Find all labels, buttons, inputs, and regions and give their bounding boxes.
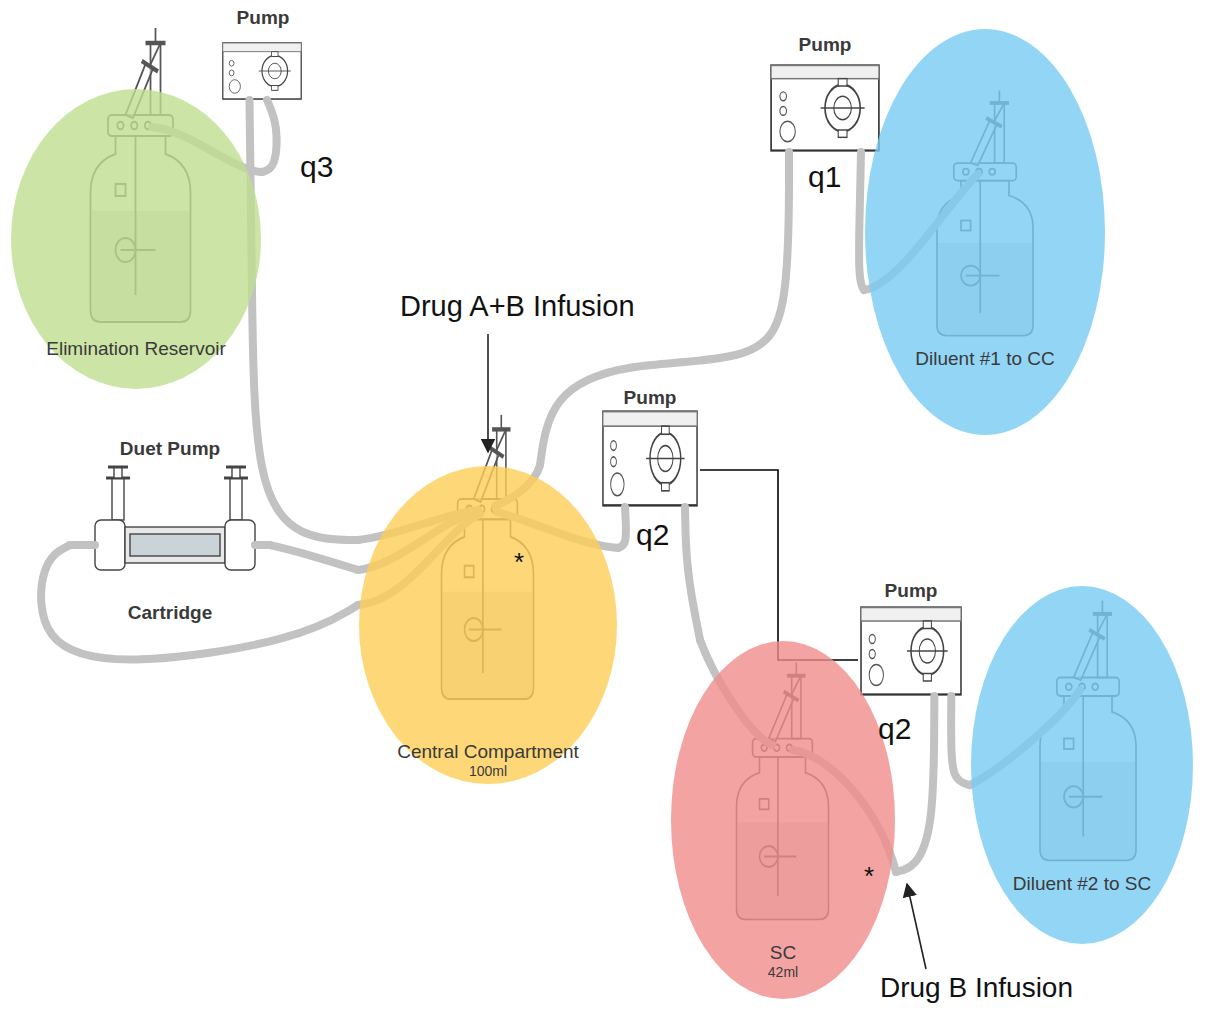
pump-box: Pump — [600, 385, 700, 507]
annotation: Drug A+B Infusion — [400, 290, 635, 323]
annotation: Drug B Infusion — [880, 972, 1073, 1004]
pump-device — [861, 608, 961, 695]
ellipse-fill — [865, 29, 1105, 435]
node-title: Diluent #2 to SC — [1013, 873, 1151, 895]
node-title: Diluent #1 to CC — [915, 348, 1054, 370]
ellipse-fill — [671, 641, 895, 999]
pump-box: Pump — [765, 32, 885, 152]
pump-device — [771, 65, 879, 150]
tubing — [951, 696, 970, 785]
ellipse-fill — [11, 89, 261, 389]
node-title: Duet Pump — [120, 438, 220, 460]
pump-device — [603, 412, 697, 506]
node-title: SC — [770, 942, 796, 964]
compartment-ellipse: Central Compartment100ml — [358, 465, 618, 785]
annotation: * — [864, 862, 874, 892]
compartment-ellipse: SC42ml — [670, 640, 896, 1000]
node-title: Pump — [885, 580, 938, 602]
tubing — [618, 507, 626, 548]
ellipse-fill — [359, 466, 617, 784]
flow-label: q3 — [300, 150, 333, 185]
ellipse-shape — [864, 28, 1106, 436]
compartment-ellipse: Diluent #2 to SC — [970, 585, 1194, 945]
node-subtext: 100ml — [469, 763, 507, 779]
duet-cartridge — [95, 467, 255, 570]
tubing — [685, 507, 700, 640]
node-title: Pump — [237, 7, 290, 29]
tubing — [250, 100, 359, 540]
flow-label: q1 — [808, 160, 841, 195]
node-title: Central Compartment — [397, 741, 579, 763]
ellipse-fill — [971, 586, 1193, 944]
tubing — [41, 545, 358, 660]
compartment-ellipse: Diluent #1 to CC — [864, 28, 1106, 436]
flow-label: q2 — [878, 712, 911, 747]
tubing — [270, 545, 358, 570]
ellipse-shape — [358, 465, 618, 785]
tubing — [859, 152, 864, 290]
node-title: Pump — [799, 34, 852, 56]
duet-pump: Duet PumpCartridge — [70, 436, 270, 628]
control-wire — [700, 470, 858, 660]
pump-box: Pump — [218, 5, 308, 100]
node-title: Elimination Reservoir — [46, 338, 226, 360]
flow-label: q2 — [636, 518, 669, 553]
pump-device — [223, 43, 301, 99]
node-subtext: Cartridge — [128, 602, 212, 624]
tubing — [262, 100, 277, 172]
compartment-ellipse: Elimination Reservoir — [10, 88, 262, 390]
node-subtext: 42ml — [768, 964, 798, 980]
node-title: Pump — [624, 387, 677, 409]
annotation: * — [514, 548, 524, 578]
pump-box: Pump — [858, 578, 964, 696]
